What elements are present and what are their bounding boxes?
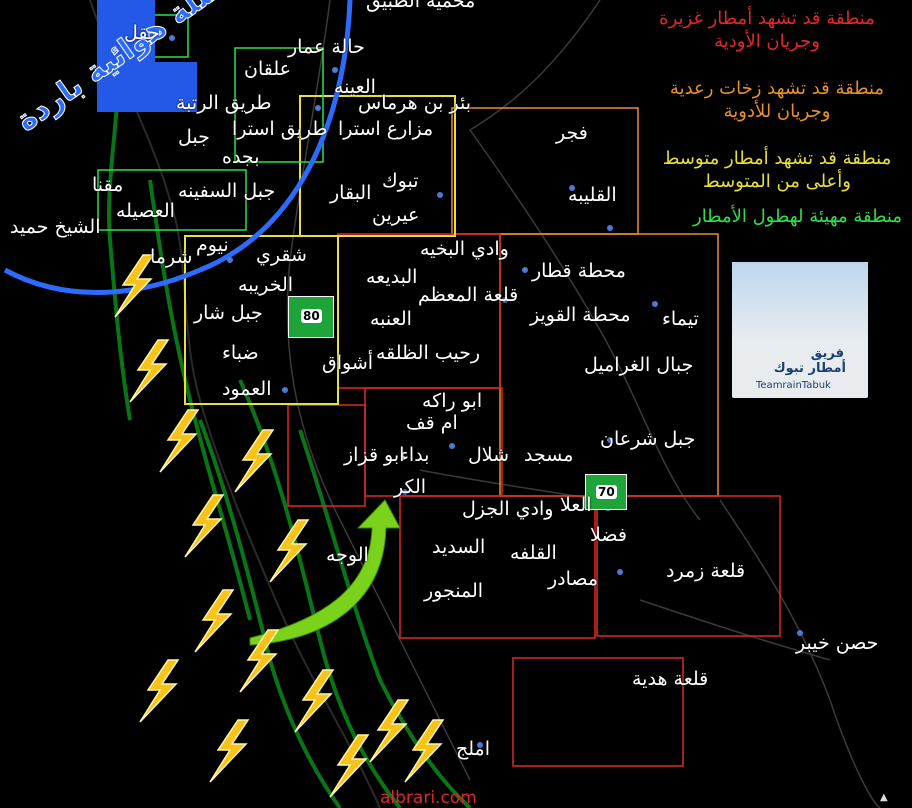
place-label: العمود	[222, 378, 272, 400]
place-label: طريق استرا	[232, 118, 328, 140]
lightning-icon	[369, 699, 410, 763]
place-label: شلال	[468, 444, 510, 466]
logo-line1: فريق	[810, 346, 844, 361]
compass-icon: ▲	[880, 792, 888, 803]
place-label: حالة عمار	[288, 36, 365, 58]
place-label: قلعة المعظم	[418, 284, 519, 306]
place-label: جبل شار	[194, 302, 263, 324]
place-label: البقار	[330, 182, 372, 204]
lightning-icon	[159, 409, 200, 473]
place-label: محطة قطار	[532, 260, 626, 282]
lightning-icon	[114, 254, 155, 318]
place-label: جبل السفينه	[178, 180, 276, 202]
legend-thunder-showers: منطقة قد تشهد زخات رعدية وجريان للأدوية	[669, 78, 885, 122]
lightning-icon	[329, 734, 370, 798]
place-label: العنبه	[370, 308, 412, 330]
place-label: ام قف	[406, 412, 458, 434]
flow-arrow-icon	[249, 499, 401, 646]
place-label: طريق الرتبة	[176, 92, 272, 114]
legend-ready-for-rain: منطقة مهيئة لهطول الأمطار	[693, 206, 902, 227]
place-label: تبوك	[382, 170, 419, 192]
logo-line3: TeamrainTabuk	[756, 380, 831, 391]
place-label: تيماء	[662, 308, 699, 330]
place-label: العينه	[334, 76, 376, 98]
place-label: رحيب الظلقه	[376, 342, 481, 364]
place-label: الوجه	[326, 544, 369, 566]
cold-front-arc	[3, 0, 353, 295]
place-label: البديعه	[366, 266, 418, 288]
place-label: فضلا	[590, 524, 627, 546]
place-label: شقري	[256, 244, 307, 266]
place-label: أشواق	[322, 352, 374, 374]
place-label: بئر بن هرماس	[358, 92, 471, 114]
place-label: العلا	[560, 494, 592, 516]
lightning-icon	[139, 659, 180, 723]
place-label: وادي الجزل	[462, 498, 554, 520]
lightning-icon	[239, 629, 280, 693]
place-label: القليبه	[568, 184, 617, 206]
yellow-zones	[184, 95, 456, 405]
place-label: مسجد	[524, 444, 574, 466]
lightning-icon	[129, 339, 170, 403]
logo-line2: أمطار تبوك	[773, 361, 846, 376]
lightning-icon	[404, 719, 445, 783]
place-label: فجر	[556, 122, 588, 144]
place-label: الكر	[394, 476, 427, 498]
radar-echo	[106, 59, 472, 808]
lightning-icon	[209, 719, 250, 783]
place-label: ابو قزاز	[344, 444, 405, 466]
place-label: محطة القويز	[530, 304, 631, 326]
route-shield-80: 80	[288, 296, 334, 338]
red-zones	[287, 233, 781, 767]
place-label: مصادر	[548, 568, 599, 590]
place-label: بداء	[400, 444, 430, 466]
place-label: ابو راكه	[422, 390, 483, 412]
place-label: العصيله	[116, 200, 175, 222]
place-label: جبال الغراميل	[584, 354, 694, 376]
team-logo: فريق أمطار تبوك TeamrainTabuk	[732, 262, 868, 398]
place-label: مقنا	[92, 174, 124, 196]
place-label: وادي البخيه	[420, 238, 509, 260]
place-label: جبل شرعان	[600, 428, 696, 450]
place-label: قلعة هدية	[632, 668, 709, 690]
place-label: عيرين	[372, 204, 420, 226]
place-label: الخريبه	[238, 274, 294, 296]
place-label: جبل	[178, 126, 210, 148]
lightning-icon	[184, 494, 225, 558]
place-label: السديد	[432, 536, 486, 558]
legend-moderate-rain: منطقة قد تشهد أمطار متوسط وأعلى من المتو…	[662, 148, 892, 192]
place-label: القلفه	[510, 542, 557, 564]
lightning-icon	[269, 519, 310, 583]
place-label: بجده	[222, 146, 260, 168]
route-shield-70: 70	[585, 474, 627, 510]
place-label: ضباء	[222, 342, 259, 364]
place-label: نيوم	[196, 234, 229, 256]
place-label: قلعة زمرد	[666, 560, 746, 582]
place-label: محمية الطبيق	[366, 0, 476, 12]
lightning-icon	[194, 589, 235, 653]
place-label: مزارع استرا	[338, 118, 434, 140]
low-pressure-icon	[97, 0, 197, 112]
place-label: حصن خيبر	[796, 632, 879, 654]
lightning-icon	[294, 669, 335, 733]
lightning-icon	[234, 429, 275, 493]
watermark: albrari.com	[380, 788, 477, 808]
legend-heavy-rain: منطقة قد تشهد أمطار غزيرة وجريان الأودية	[659, 8, 875, 52]
place-label: حقل	[124, 22, 160, 44]
logo-sky	[732, 262, 868, 342]
coastline	[89, 0, 381, 808]
place-label: شرما	[150, 246, 193, 268]
lightning-icons	[114, 254, 445, 798]
place-label: المنجور	[424, 580, 484, 602]
place-label: الشيخ حميد	[10, 216, 101, 238]
place-label: علقان	[244, 58, 291, 80]
place-label: املج	[456, 738, 491, 760]
